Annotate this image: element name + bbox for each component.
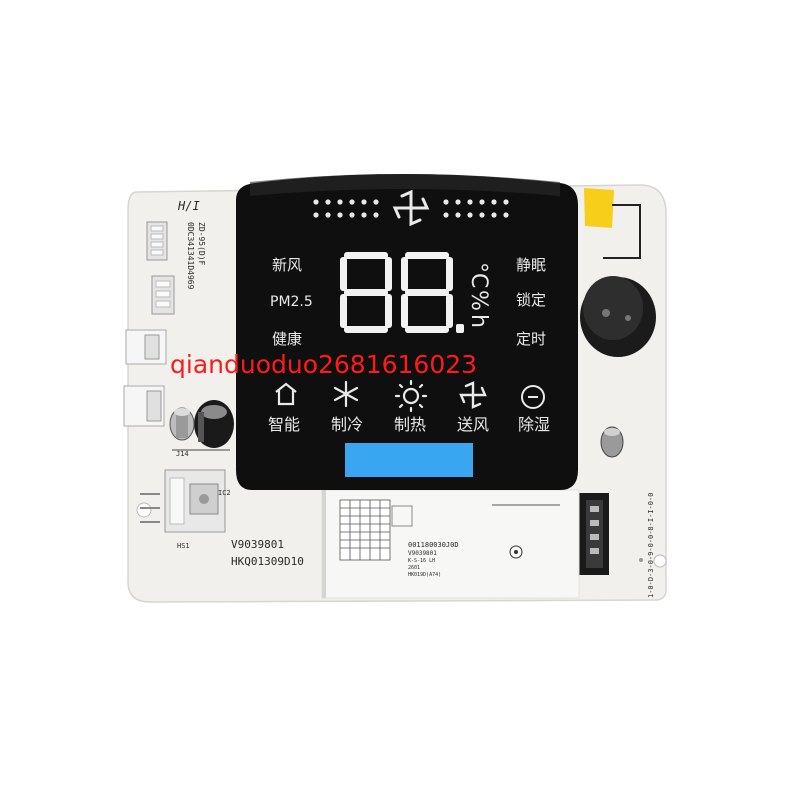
connector-cn3 [146, 221, 168, 261]
jumper-label: J14 [176, 450, 189, 458]
label-health: 健康 [272, 330, 302, 348]
seven-segment-digit-2 [401, 252, 453, 333]
fan-icon [392, 189, 430, 227]
unit-hour: h [466, 314, 491, 328]
mode-label-cool: 制冷 [331, 415, 363, 434]
label-pm25: PM2.5 [270, 294, 313, 310]
mounting-hole [653, 554, 667, 568]
decimal-point [456, 324, 464, 333]
electrolytic-capacitor-small [169, 407, 195, 441]
sticker-line-3: K-S-16 LH [408, 558, 435, 564]
unit-celsius: °C [466, 262, 491, 288]
sticker-line-2: V9039801 [408, 550, 437, 557]
connector-bottom-right [579, 493, 609, 575]
ground-symbol [509, 545, 523, 559]
mode-label-dehumidify: 除湿 [518, 415, 550, 434]
fan-mode-icon [459, 381, 487, 409]
snowflake-icon [333, 380, 359, 408]
pcb-part-number: V9039801 [231, 538, 284, 551]
lcd-window [345, 443, 473, 477]
unit-percent: % [466, 290, 491, 311]
sticker-line-4: 2601 [408, 565, 420, 571]
dehumidify-icon [521, 385, 545, 409]
sticker-line-5: HK019D(A74) [408, 572, 441, 578]
label-fresh-air: 新风 [272, 256, 302, 274]
label-timer: 定时 [516, 330, 546, 348]
pcb-code: HKQ01309D10 [231, 555, 304, 568]
seven-segment-digit-1 [340, 252, 392, 333]
mounting-hole [136, 502, 152, 518]
sticker-square [391, 505, 413, 527]
yellow-tape [584, 188, 614, 228]
voltage-regulator-heatsink [140, 469, 226, 533]
trace-line [603, 204, 641, 259]
pcb-logo: H/I [177, 199, 200, 213]
connector-cn5 [151, 275, 175, 315]
electrolytic-capacitor-right [600, 426, 624, 458]
mounting-hole [639, 558, 643, 562]
heatsink-label: HS1 [177, 542, 190, 550]
label-sticker: 001180030J0D V9039801 K-S-16 LH 2601 HK0… [408, 541, 459, 578]
bottom-right-code: 1-0-D-3-0-9-0-0-8-I-I-0-0 [647, 493, 655, 598]
watermark-text: qianduoduo2681616023 [170, 350, 478, 379]
sun-icon [394, 379, 428, 413]
connector-cn8 [123, 385, 165, 427]
mode-label-heat: 制热 [394, 415, 426, 434]
fan-speed-dots-left [313, 199, 379, 218]
sticker-line-1: 001180030J0D [408, 541, 459, 549]
film-edge [322, 490, 326, 598]
buzzer [580, 276, 656, 357]
label-sleep: 静眠 [516, 256, 546, 274]
pcb-vertical-code-2: 0DC341341D4969 [186, 222, 195, 290]
fan-speed-dots-right [443, 199, 509, 218]
pcb-vertical-code-1: ZD-95(D)F [197, 222, 206, 266]
sticker-grid [339, 499, 391, 561]
smart-home-icon [275, 382, 297, 406]
regulator-label: IC2 [218, 489, 231, 497]
connector-cn4 [125, 329, 167, 365]
unit-symbols: °C % h [466, 262, 491, 328]
electrolytic-capacitor-large [194, 400, 234, 448]
display-reflection [250, 174, 560, 196]
mode-label-smart: 智能 [268, 415, 300, 434]
label-lock: 锁定 [516, 291, 546, 309]
mode-label-fan: 送风 [457, 415, 489, 434]
